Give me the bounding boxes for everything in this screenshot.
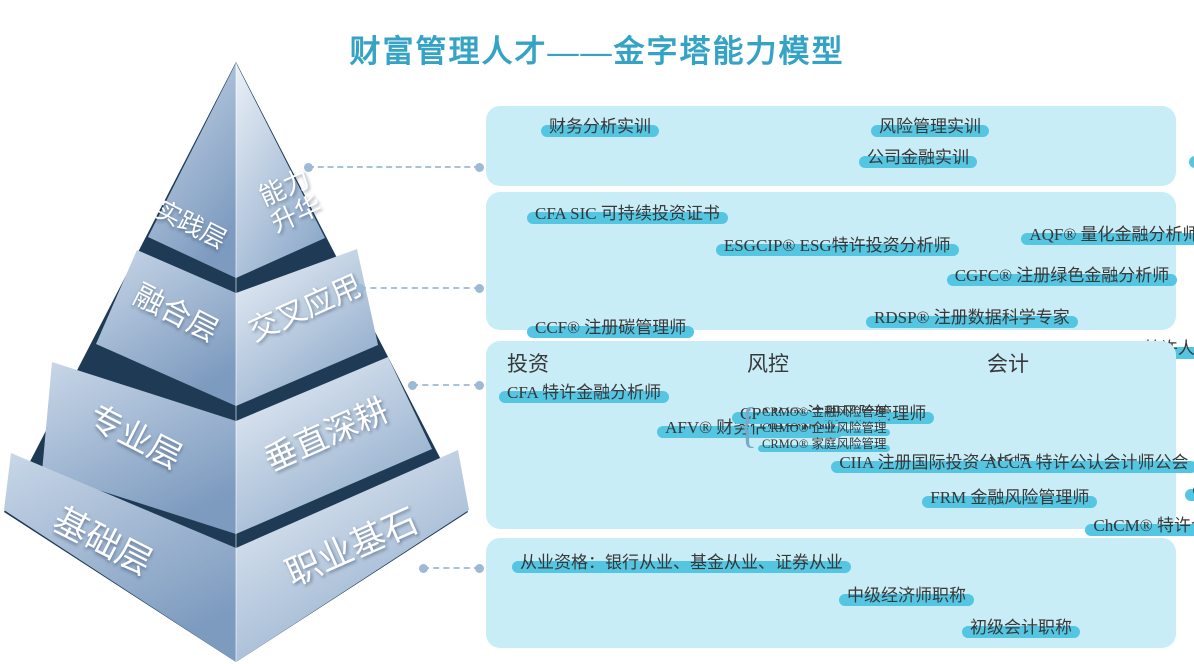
connector-dot	[408, 381, 417, 390]
pyramid-graphic	[4, 62, 469, 662]
column-header-risk: 风控	[747, 352, 789, 376]
list-item: CCF® 注册碳管理师	[535, 318, 687, 337]
list-sub-item: CRMO® 家庭风险管理	[757, 437, 891, 452]
layer1-right-face	[236, 63, 325, 278]
panel-practice-training: 财务分析实训 风险管理实训 个人理财实训 公司金融实训 金融科技实训 会计实务实…	[486, 106, 1176, 186]
list-item: RDSP® 注册数据科学专家	[874, 308, 1070, 327]
list-item: CGFC® 注册绿色金融分析师	[954, 266, 1170, 285]
connector-dot	[475, 564, 484, 573]
layer1-left-face	[148, 63, 236, 278]
list-sub-item: CRMO® 金融风险管理	[757, 405, 891, 420]
layer3-right-face	[236, 357, 432, 534]
connector-dot	[356, 284, 365, 293]
connector-dot	[475, 381, 484, 390]
list-item: CMA 美国注册管理会计师	[1193, 481, 1194, 500]
list-item: ChCM® 特许合规管理师	[1093, 516, 1194, 535]
list-item: 初级会计职称	[970, 618, 1072, 637]
list-item: 公司金融实训	[867, 148, 969, 167]
list-item: 财务分析实训	[549, 117, 651, 136]
layer4-right-face	[236, 450, 469, 662]
connector-dot	[475, 163, 484, 172]
list-item: 风险管理实训	[879, 117, 981, 136]
list-item: ESGCIP® ESG特许投资分析师	[723, 236, 951, 255]
list-item: FRM 金融风险管理师	[930, 488, 1090, 507]
connector-dot	[304, 163, 313, 172]
list-item: 中级经济师职称	[847, 586, 966, 605]
layer4-left-face	[4, 453, 236, 662]
brace-icon: {	[738, 396, 758, 453]
connector-line-layer2	[356, 284, 484, 293]
column-header-investment: 投资	[507, 352, 549, 376]
panel-cross-certifications: CFA SIC 可持续投资证书 ESGCIP® ESG特许投资分析师 CGFC®…	[486, 192, 1194, 358]
list-item: CFA 特许金融分析师	[507, 383, 662, 402]
list-item: ACCA 特许公认会计师公会	[985, 453, 1189, 472]
panel-professional-certifications: 投资 CFA 特许金融分析师 AFV® 财务估值分析师 CIIA 注册国际投资分…	[486, 341, 1194, 577]
list-item: 从业资格：银行从业、基金从业、证券从业	[520, 553, 843, 572]
layer2-right-face	[236, 249, 378, 406]
column-header-accounting: 会计	[987, 352, 1029, 376]
connector-line-layer3	[408, 381, 484, 390]
list-item: CFA SIC 可持续投资证书	[535, 204, 720, 223]
connector-dot	[419, 564, 428, 573]
connector-line-layer1	[304, 163, 484, 172]
layer3-left-face	[42, 362, 236, 534]
connector-line-layer4	[419, 564, 484, 573]
panel-foundation-qualifications: 从业资格：银行从业、基金从业、证券从业 中级经济师职称 初级会计职称	[486, 538, 1176, 648]
list-sub-item: CRMO® 企业风险管理	[757, 421, 891, 436]
list-item: AQF® 量化金融分析师	[1029, 225, 1194, 244]
layer2-left-face	[96, 250, 236, 406]
connector-dot	[475, 284, 484, 293]
page-title: 财富管理人才——金字塔能力模型	[349, 34, 845, 69]
